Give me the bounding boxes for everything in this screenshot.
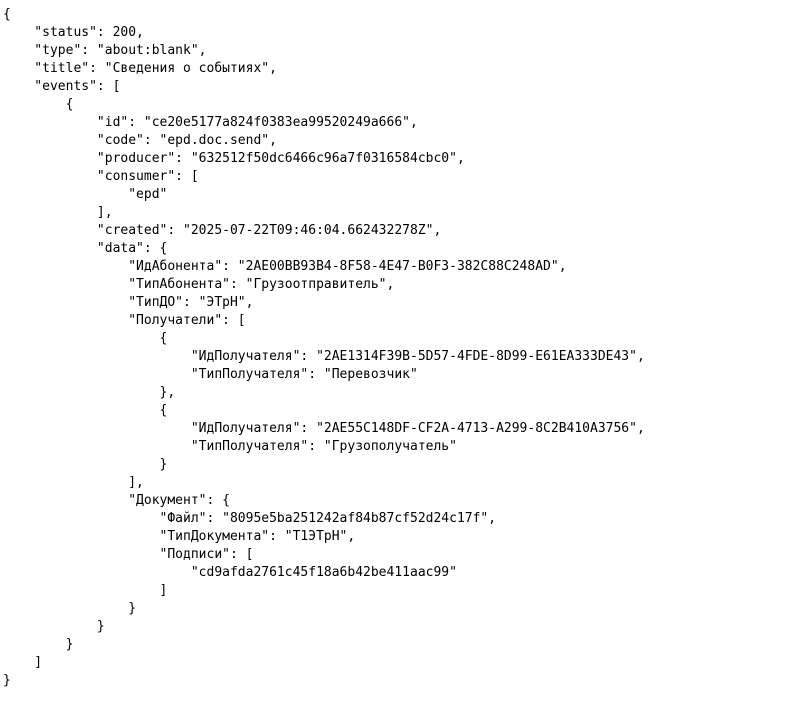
json-line: } — [3, 619, 105, 634]
json-line: "ИдПолучателя": "2AE1314F39B-5D57-4FDE-8… — [3, 349, 645, 364]
json-line: "Получатели": [ — [3, 313, 246, 328]
json-line: { — [3, 7, 11, 22]
json-response-body: { "status": 200, "type": "about:blank", … — [3, 6, 645, 690]
json-line: "consumer": [ — [3, 169, 199, 184]
json-line: "producer": "632512f50dc6466c96a7f031658… — [3, 151, 465, 166]
json-line: } — [3, 457, 168, 472]
json-line: "id": "ce20e5177a824f0383ea99520249a666"… — [3, 115, 418, 130]
json-line: "epd" — [3, 187, 168, 202]
json-line: "ИдПолучателя": "2AE55C148DF-CF2A-4713-A… — [3, 421, 645, 436]
json-line: } — [3, 637, 74, 652]
json-line: { — [3, 97, 74, 112]
json-line: ] — [3, 583, 168, 598]
json-line: "ТипПолучателя": "Перевозчик" — [3, 367, 418, 382]
json-line: "ТипДокумента": "Т1ЭТрН", — [3, 529, 356, 544]
json-line: "created": "2025-07-22T09:46:04.66243227… — [3, 223, 442, 238]
json-line: "status": 200, — [3, 25, 144, 40]
json-line: "type": "about:blank", — [3, 43, 207, 58]
json-line: "ТипДО": "ЭТрН", — [3, 295, 254, 310]
json-line: "Документ": { — [3, 493, 230, 508]
json-line: ], — [3, 475, 144, 490]
json-line: { — [3, 403, 168, 418]
json-line: }, — [3, 385, 176, 400]
json-line: "code": "epd.doc.send", — [3, 133, 277, 148]
json-line: { — [3, 331, 168, 346]
json-line: ], — [3, 205, 113, 220]
json-line: } — [3, 673, 11, 688]
json-line: "title": "Сведения о событиях", — [3, 61, 277, 76]
json-line: } — [3, 601, 137, 616]
json-line: "ТипАбонента": "Грузоотправитель", — [3, 277, 395, 292]
json-line: "cd9afda2761c45f18a6b42be411aac99" — [3, 565, 457, 580]
json-line: "events": [ — [3, 79, 121, 94]
json-line: "Файл": "8095e5ba251242af84b87cf52d24c17… — [3, 511, 497, 526]
json-line: ] — [3, 655, 43, 670]
json-line: "ИдАбонента": "2AE00BB93B4-8F58-4E47-B0F… — [3, 259, 567, 274]
json-line: "ТипПолучателя": "Грузополучатель" — [3, 439, 457, 454]
json-line: "Подписи": [ — [3, 547, 254, 562]
json-line: "data": { — [3, 241, 168, 256]
